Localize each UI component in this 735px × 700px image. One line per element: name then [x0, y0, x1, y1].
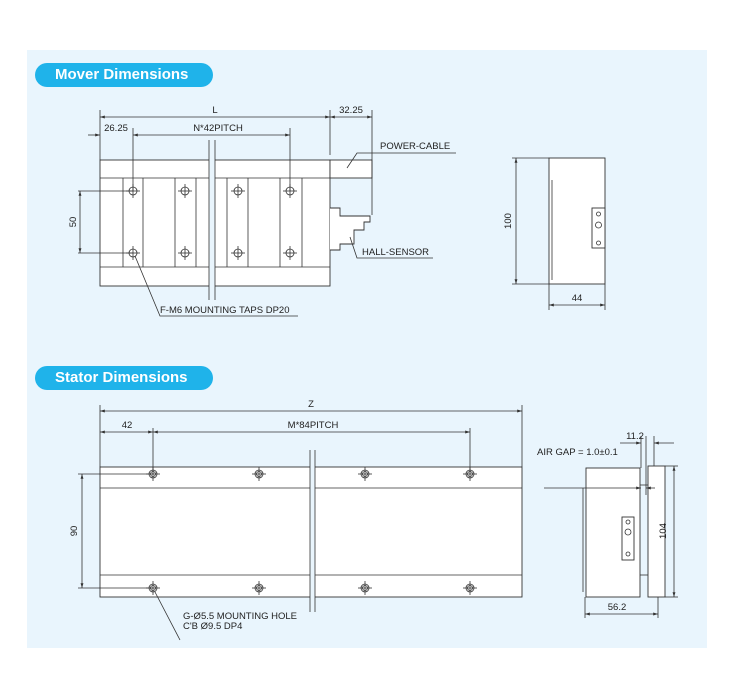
- mover-cable-dim: 32.25: [339, 105, 363, 116]
- counterbore-label: C'B Ø9.5 DP4: [183, 621, 242, 632]
- stator-side-height-dim: 104: [658, 523, 669, 539]
- stator-offset-dim: 42: [122, 420, 133, 431]
- mounting-hole-label: G-Ø5.5 MOUNTING HOLE: [183, 611, 297, 622]
- stator-dimensions-heading: Stator Dimensions: [35, 366, 213, 390]
- mover-side-width-dim: 44: [572, 293, 583, 304]
- stator-front-view: Z 42 M*84PITCH 90 G-Ø5.5 MOUNTING HOLE C…: [69, 399, 523, 641]
- mover-side-height-dim: 100: [503, 213, 514, 229]
- mover-front-view: L 32.25 26.25 N*42PITCH 50 POWER-CABLE H…: [68, 105, 456, 317]
- mover-side-view: 100 44: [503, 157, 606, 310]
- mover-height-dim: 50: [68, 217, 79, 228]
- mover-offset-dim: 26.25: [104, 123, 128, 134]
- stator-length-dim: Z: [308, 399, 314, 410]
- power-cable-label: POWER-CABLE: [380, 141, 450, 152]
- stator-height-dim: 90: [69, 526, 80, 537]
- stator-side-width-dim: 56.2: [608, 602, 627, 613]
- stator-pitch-dim: M*84PITCH: [288, 420, 339, 431]
- mover-dimensions-heading: Mover Dimensions: [35, 63, 213, 87]
- mover-pitch-dim: N*42PITCH: [193, 123, 243, 134]
- mounting-taps-label: F-M6 MOUNTING TAPS DP20: [160, 305, 290, 316]
- air-gap-label: AIR GAP = 1.0±0.1: [537, 447, 618, 458]
- mover-length-dim: L: [212, 105, 217, 116]
- stator-gap-dim: 11.2: [626, 431, 644, 442]
- stator-side-view: 11.2 AIR GAP = 1.0±0.1 104 56.2: [537, 431, 678, 618]
- hall-sensor-label: HALL-SENSOR: [362, 247, 429, 258]
